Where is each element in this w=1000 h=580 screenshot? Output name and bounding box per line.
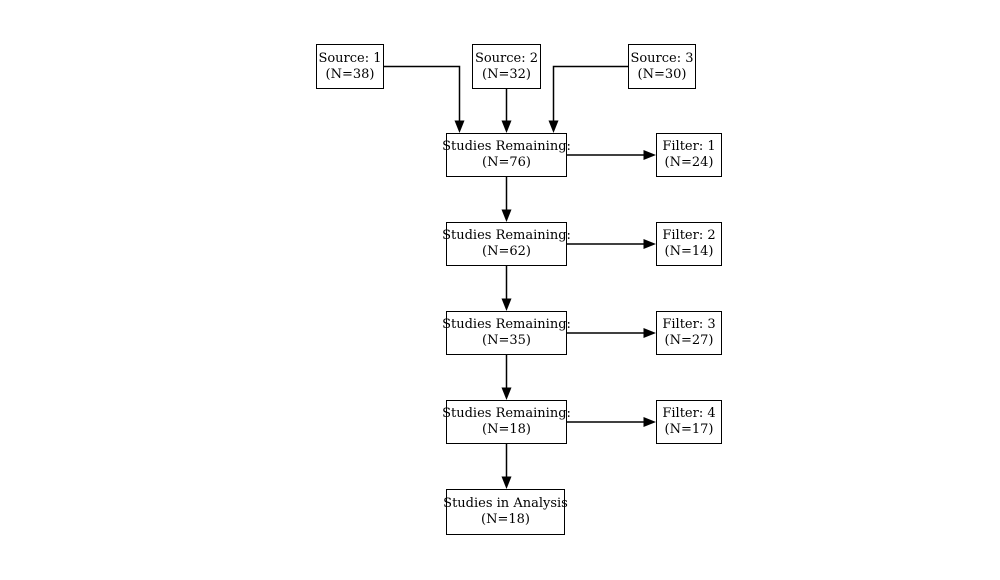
node-filter-4: Filter: 4 (N=17) xyxy=(656,400,722,444)
node-studies-in-analysis: Studies in Analysis (N=18) xyxy=(443,489,568,535)
node-filter-3: Filter: 3 (N=27) xyxy=(656,311,722,355)
node-label: Filter: 4 xyxy=(662,406,716,421)
node-count: (N=18) xyxy=(481,512,530,527)
node-count: (N=17) xyxy=(664,422,714,437)
node-label: Source: 1 xyxy=(318,50,382,66)
node-studies-remaining-3: Studies Remaining: (N=35) xyxy=(442,311,571,355)
arrowhead-down-icon xyxy=(501,298,512,311)
node-studies-remaining-4: Studies Remaining: (N=18) xyxy=(442,400,571,444)
arrowhead-right-icon xyxy=(643,417,656,427)
node-label: Studies Remaining: xyxy=(442,406,571,421)
arrowhead-down-icon xyxy=(548,120,559,133)
node-label: Source: 3 xyxy=(630,50,694,66)
node-label: Filter: 2 xyxy=(662,228,716,243)
node-count: (N=24) xyxy=(664,155,714,170)
arrowhead-down-icon xyxy=(454,120,465,133)
arrowhead-right-icon xyxy=(643,239,656,249)
node-label: Filter: 3 xyxy=(662,317,716,332)
node-count: (N=38) xyxy=(325,66,375,82)
node-count: (N=76) xyxy=(482,155,531,170)
node-count: (N=14) xyxy=(664,244,714,259)
node-label: Filter: 1 xyxy=(662,139,716,154)
connector-source3-to-remaining1 xyxy=(552,65,628,122)
node-count: (N=35) xyxy=(482,333,531,348)
node-studies-remaining-1: Studies Remaining: (N=76) xyxy=(442,133,571,177)
arrowhead-right-icon xyxy=(643,150,656,160)
node-filter-2: Filter: 2 (N=14) xyxy=(656,222,722,266)
connector-source1-to-remaining1 xyxy=(384,65,461,122)
arrowhead-right-icon xyxy=(643,328,656,338)
node-label: Source: 2 xyxy=(474,50,539,66)
node-source-3: Source: 3 (N=30) xyxy=(628,44,696,89)
node-count: (N=62) xyxy=(482,244,531,259)
arrowhead-down-icon xyxy=(501,476,512,489)
node-label: Studies in Analysis xyxy=(443,496,568,511)
arrowhead-down-icon xyxy=(501,387,512,400)
node-label: Studies Remaining: xyxy=(442,228,571,243)
node-label: Studies Remaining: xyxy=(442,317,571,332)
node-label: Studies Remaining: xyxy=(442,139,571,154)
node-count: (N=32) xyxy=(482,66,531,82)
node-filter-1: Filter: 1 (N=24) xyxy=(656,133,722,177)
node-source-2: Source: 2 (N=32) xyxy=(472,44,541,89)
arrowhead-down-icon xyxy=(501,209,512,222)
arrowhead-down-icon xyxy=(501,120,512,133)
node-source-1: Source: 1 (N=38) xyxy=(316,44,384,89)
node-studies-remaining-2: Studies Remaining: (N=62) xyxy=(442,222,571,266)
node-count: (N=30) xyxy=(637,66,687,82)
node-count: (N=27) xyxy=(664,333,714,348)
node-count: (N=18) xyxy=(482,422,531,437)
